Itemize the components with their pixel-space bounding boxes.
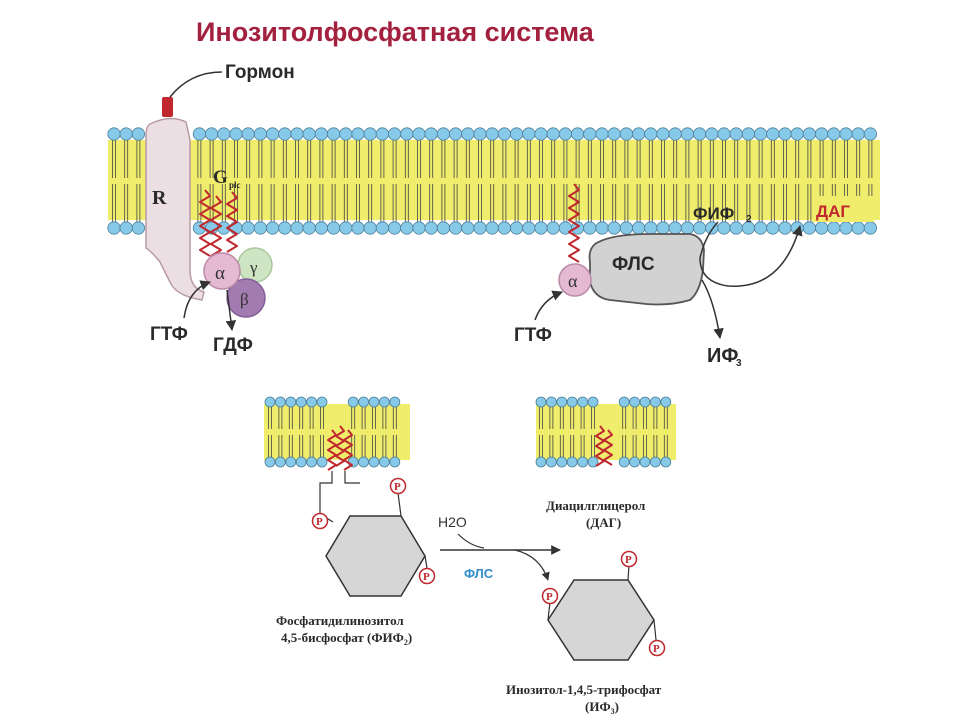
inositol-ring-left <box>325 515 426 597</box>
pip2-membrane-segment <box>264 396 410 468</box>
water-label: H2O <box>438 514 467 530</box>
dag-name-line1: Диацилглицерол <box>546 498 645 513</box>
alpha-lipid-anchor <box>568 183 580 263</box>
ip3-release-arrow <box>701 279 724 340</box>
pip2-name-line1: Фосфатидилинозитол <box>276 613 404 628</box>
svg-text:P: P <box>316 516 323 528</box>
receptor: R <box>145 97 205 301</box>
gtp-label-left: ГТФ <box>150 324 188 345</box>
phosphate-group: P <box>389 477 407 495</box>
dag-name-line2: (ДАГ) <box>586 515 621 530</box>
alpha-subunit-active <box>558 263 592 297</box>
plc-enzyme-label: ФЛС <box>464 566 494 581</box>
ip3-label: ИФ <box>707 345 738 367</box>
pip2-molecule: P P P <box>311 471 436 597</box>
hormone-pointer <box>169 71 223 98</box>
gdp-label: ГДФ <box>213 335 253 356</box>
ip3-name-line2: (ИФ3) <box>585 699 619 716</box>
page-title: Инозитолфосфатная система <box>196 17 595 47</box>
membrane-band-small-left <box>264 404 410 460</box>
pip2-subscript: 2 <box>746 214 752 225</box>
plasma-membrane <box>107 127 880 235</box>
beta-label: β <box>240 290 249 309</box>
phosphate-group: P <box>541 587 559 605</box>
svg-text:P: P <box>423 571 430 583</box>
phosphate-group: P <box>648 639 666 657</box>
dag-highlight <box>812 196 874 222</box>
gtp-label-right: ГТФ <box>514 325 552 346</box>
phosphate-group: P <box>620 550 638 568</box>
dag-membrane-segment <box>535 396 676 468</box>
gdp-release-arrow <box>225 289 237 332</box>
pip2-to-dag-arrow <box>699 221 803 287</box>
hormone-molecule <box>162 97 173 117</box>
gprotein-subscript: plc <box>229 180 241 190</box>
pip2-name-line2: 4,5-бисфосфат (ФИФ2) <box>281 630 412 647</box>
water-input-arrow <box>457 533 485 549</box>
phosphate-group: P <box>311 512 329 530</box>
gprotein-complex: α γ β <box>203 247 273 318</box>
lipid-tails <box>112 140 873 222</box>
receptor-label: R <box>152 187 167 209</box>
svg-text:P: P <box>653 643 660 655</box>
svg-text:P: P <box>394 481 401 493</box>
ip3-subscript: 3 <box>736 358 742 369</box>
alpha-subunit <box>203 252 241 290</box>
gprotein-label: G <box>213 167 228 188</box>
gtp-binding-arrow <box>183 280 211 319</box>
phosphate-group: P <box>418 567 436 585</box>
hormone-label: Гормон <box>225 62 295 83</box>
gprotein-lipid-anchors <box>199 189 238 257</box>
dag-fatty-acid-chains <box>595 425 613 467</box>
plc-enzyme: ФЛС <box>588 233 705 306</box>
gamma-label: γ <box>249 258 258 277</box>
gtp-binding-arrow-right <box>534 290 563 321</box>
plc-label: ФЛС <box>612 254 655 275</box>
svg-text:P: P <box>625 554 632 566</box>
alpha-label-right: α <box>568 271 578 291</box>
lipid-heads <box>107 127 878 235</box>
ip3-name-line1: Инозитол-1,4,5-трифосфат <box>506 682 662 697</box>
beta-subunit <box>226 278 266 318</box>
inositol-ring-right <box>547 579 655 661</box>
alpha-label: α <box>215 263 225 284</box>
ip3-product-arrow <box>514 549 550 581</box>
dag-label: ДАГ <box>816 202 850 221</box>
pip2-label: ФИФ <box>693 204 734 223</box>
pip2-fatty-acid-chains <box>327 425 353 471</box>
svg-text:P: P <box>546 591 553 603</box>
ip3-molecule: P P P <box>541 550 666 661</box>
